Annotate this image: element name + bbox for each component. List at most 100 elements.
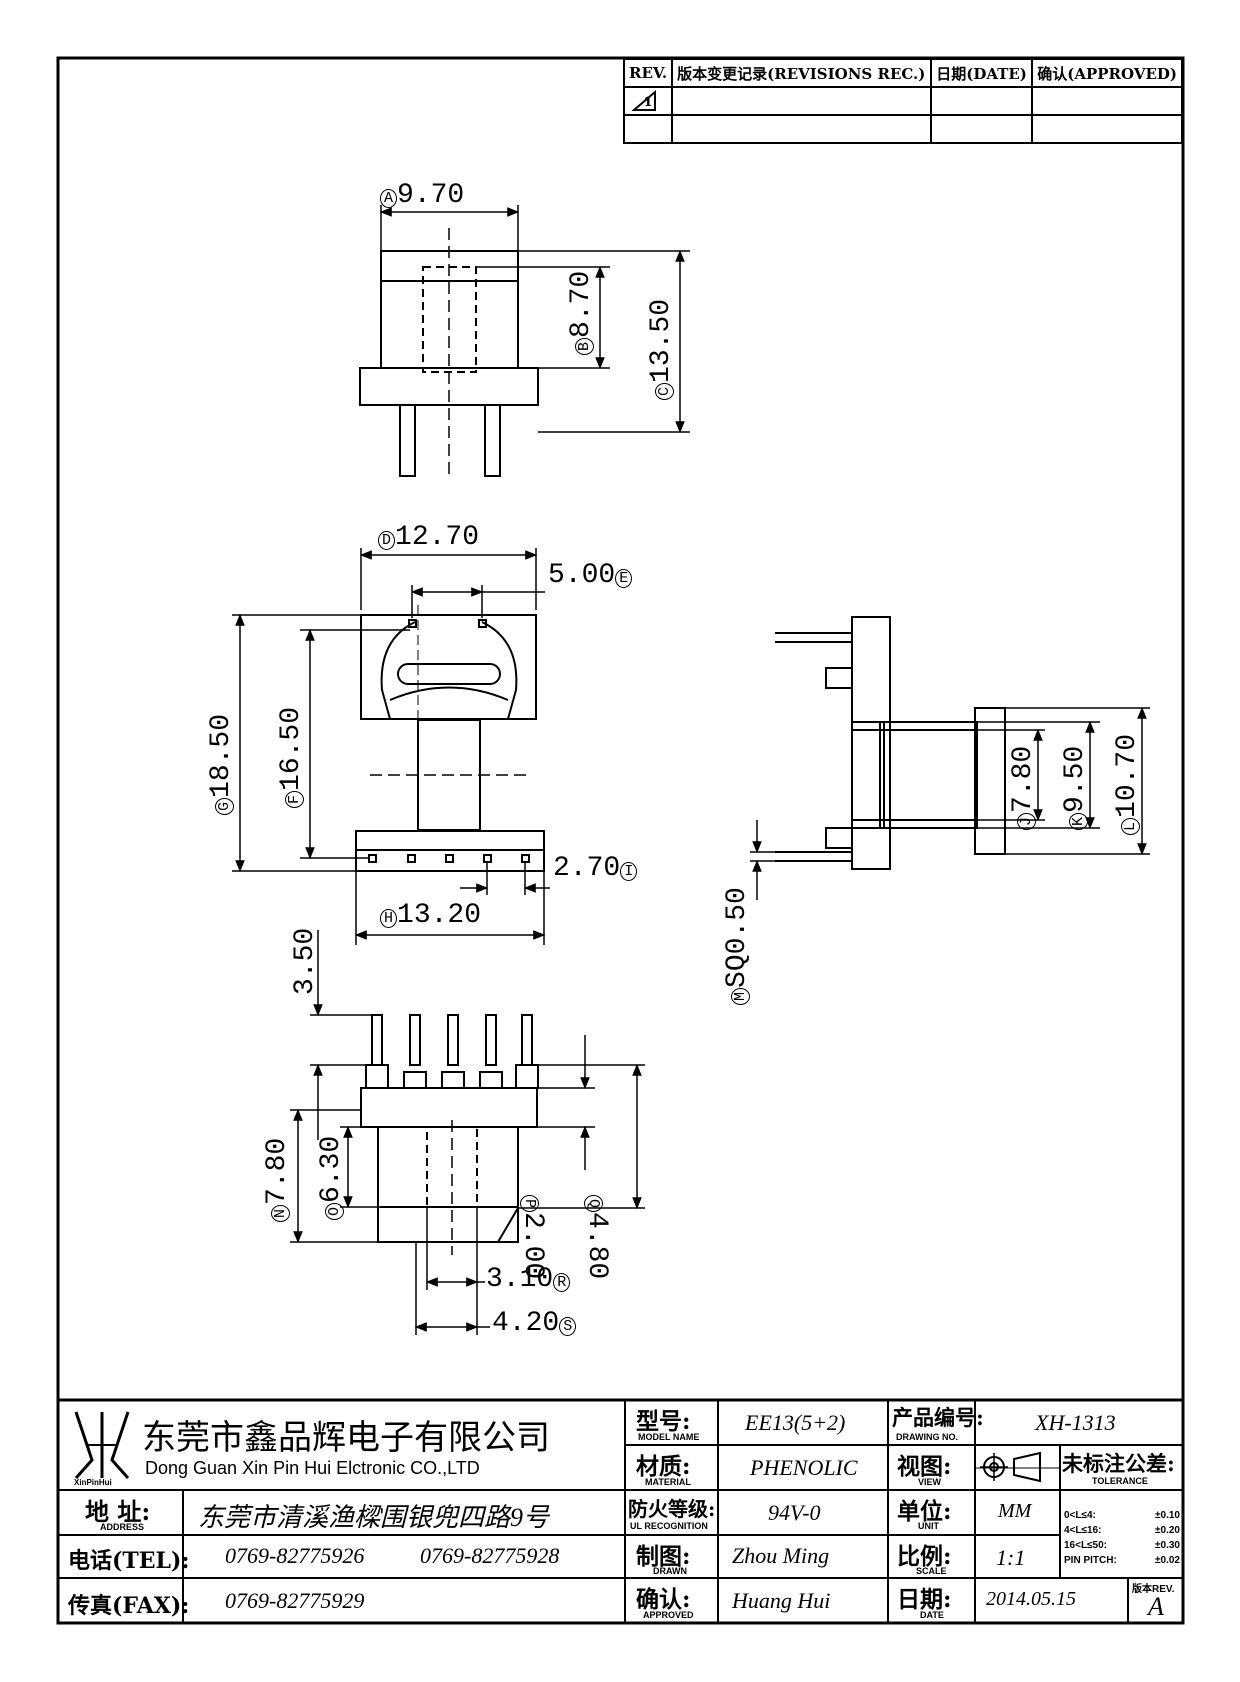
ul-label: 防火等级: <box>628 1497 716 1521</box>
date-label: 日期: <box>897 1586 952 1613</box>
ul-value: 94V-0 <box>768 1500 821 1525</box>
revision-date-header: 日期(DATE) <box>930 58 1034 88</box>
tolerance-range: 16<L≤50: <box>1064 1540 1108 1551</box>
dim-g-letter: G <box>215 797 234 815</box>
dim-s-letter: S <box>559 1317 577 1336</box>
dim-r-letter: R <box>553 1273 571 1292</box>
dim-k-letter: K <box>1069 812 1088 830</box>
tel-label: 电话(TEL): <box>68 1548 190 1574</box>
view-label: 视图: <box>897 1453 952 1480</box>
tolerance-value: ±0.10 <box>1155 1510 1180 1521</box>
tolerance-list: 0<L≤4:±0.10 4<L≤16:±0.20 16<L≤50:±0.30 P… <box>1064 1508 1180 1568</box>
tolerance-row: 16<L≤50:±0.30 <box>1064 1538 1180 1553</box>
dim-f-value: 16.50 <box>276 706 307 791</box>
tel-1: 0769-82775926 <box>225 1543 365 1568</box>
side-view <box>750 616 1150 900</box>
drawn-label: 制图: <box>636 1543 691 1570</box>
dim-pin-length: 3.50 <box>290 928 321 995</box>
dim-h-letter: H <box>380 909 398 928</box>
dim-pin-length-value: 3.50 <box>290 927 321 995</box>
revision-row-1-rev: 1 <box>622 86 674 116</box>
bottom-view <box>290 930 645 1335</box>
approved-label: 确认: <box>636 1586 691 1613</box>
dim-o-letter: O <box>325 1202 344 1220</box>
scale-label: 比例: <box>897 1543 952 1570</box>
dim-c: C13.50 <box>646 299 677 400</box>
drawing-no-label-en: DRAWING NO. <box>896 1432 958 1442</box>
fax-value: 0769-82775929 <box>225 1588 365 1613</box>
revision-row-1-record <box>671 86 933 116</box>
unit-label: 单位: <box>897 1498 952 1525</box>
rev-label: 版本REV. <box>1132 1584 1175 1595</box>
model-label: 型号: <box>636 1408 691 1435</box>
company-name-en: Dong Guan Xin Pin Hui Elctronic CO.,LTD <box>145 1458 480 1478</box>
tolerance-range: 4<L≤16: <box>1064 1525 1102 1536</box>
dim-g-value: 18.50 <box>206 713 237 798</box>
dim-o: O6.30 <box>316 1136 347 1220</box>
dim-b: B8.70 <box>566 271 597 355</box>
revision-table: REV. 版本变更记录(REVISIONS REC.) 日期(DATE) 确认(… <box>622 58 1183 144</box>
dim-j: J7.80 <box>1008 746 1039 830</box>
tolerance-value: ±0.02 <box>1155 1555 1180 1566</box>
dim-j-value: 7.80 <box>1008 745 1039 813</box>
dim-l: L10.70 <box>1112 734 1143 835</box>
dim-l-value: 10.70 <box>1112 733 1143 818</box>
tolerance-row: 4<L≤16: ±0.20 <box>1064 1523 1180 1538</box>
revision-row-2-record <box>671 114 933 144</box>
dim-m-letter: M <box>731 987 750 1005</box>
dim-l-letter: L <box>1121 817 1140 835</box>
title-block-grid <box>58 1398 1183 1623</box>
dim-b-letter: B <box>575 337 594 355</box>
company-logo-icon <box>74 1411 130 1479</box>
dim-m-value: SQ0.50 <box>722 887 753 988</box>
revision-row-1-date <box>930 86 1034 116</box>
dim-i-letter: I <box>620 862 638 881</box>
tel-2: 0769-82775928 <box>420 1543 560 1568</box>
date-label-en: DATE <box>920 1610 944 1620</box>
revisions-record-header: 版本变更记录(REVISIONS REC.) <box>671 58 933 88</box>
dim-c-value: 13.50 <box>646 298 677 383</box>
dim-o-value: 6.30 <box>316 1135 347 1203</box>
approved-label-en: APPROVED <box>643 1610 694 1620</box>
dim-p-letter: P <box>520 1195 539 1213</box>
tolerance-value: ±0.20 <box>1155 1525 1180 1536</box>
material-label: 材质: <box>636 1453 691 1480</box>
dim-h-value: 13.20 <box>397 900 482 931</box>
tolerance-label-en: TOLERANCE <box>1092 1476 1148 1486</box>
dim-f-letter: F <box>285 790 304 808</box>
drawn-value: Zhou Ming <box>732 1543 830 1568</box>
revision-row-2-approved <box>1031 114 1183 144</box>
dim-q: Q4.80 <box>581 1195 612 1279</box>
material-label-en: MATERIAL <box>645 1477 691 1487</box>
view-label-en: VIEW <box>918 1477 942 1487</box>
dim-n-letter: N <box>271 1204 290 1222</box>
drawing-no-value: XH-1313 <box>1035 1410 1116 1435</box>
date-value: 2014.05.15 <box>986 1588 1076 1610</box>
model-value: EE13(5+2) <box>745 1410 846 1435</box>
material-value: PHENOLIC <box>750 1455 858 1480</box>
dim-i-value: 2.70 <box>553 853 621 884</box>
dim-k: K9.50 <box>1060 746 1091 830</box>
dim-d-letter: D <box>378 531 396 550</box>
top-view <box>359 205 690 478</box>
company-name-cn: 东莞市鑫品辉电子有限公司 <box>142 1418 550 1458</box>
dim-n-value: 7.80 <box>262 1137 293 1205</box>
dim-g: G18.50 <box>206 714 237 815</box>
sheet-border <box>56 56 1185 1625</box>
unit-value: MM <box>998 1500 1032 1522</box>
dim-f: F16.50 <box>276 707 307 808</box>
dim-q-value: 4.80 <box>581 1212 612 1280</box>
revision-row-2-date <box>930 114 1034 144</box>
dim-k-value: 9.50 <box>1060 745 1091 813</box>
address-label: 地 址: <box>85 1497 151 1526</box>
revision-triangle-icon <box>631 89 656 111</box>
unit-label-en: UNIT <box>918 1521 939 1531</box>
